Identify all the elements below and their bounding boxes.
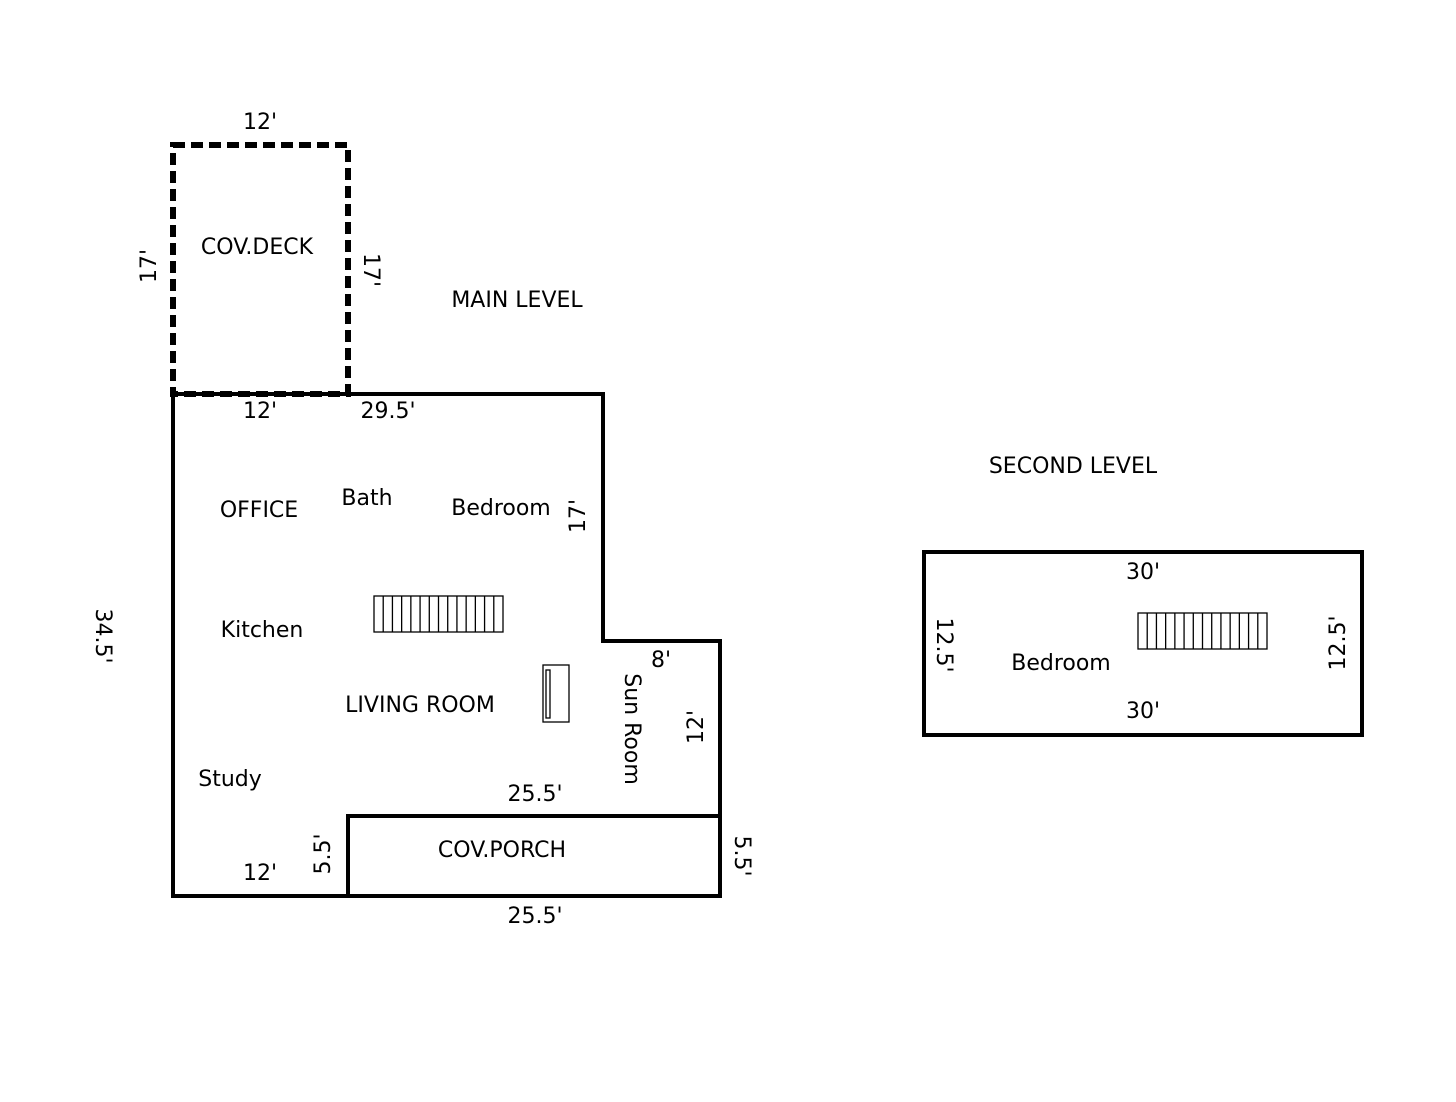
second-bottom-dimension: 30' <box>1126 699 1160 724</box>
study-bottom-dimension: 12' <box>243 861 277 886</box>
second-top-dimension: 30' <box>1126 560 1160 585</box>
cov-deck-outline <box>170 142 351 397</box>
deck-top-dimension: 12' <box>243 110 277 135</box>
deck-right-dimension: 17' <box>358 253 383 287</box>
cov-deck-label: COV.DECK <box>201 235 314 260</box>
sun-room-label: Sun Room <box>619 673 644 785</box>
deck-bottom-dimension: 12' <box>243 399 277 424</box>
bedroom-label: Bedroom <box>451 496 551 521</box>
deck-left-dimension: 17' <box>137 249 162 283</box>
bath-label: Bath <box>341 486 392 511</box>
porch-top-dimension: 25.5' <box>507 782 562 807</box>
second-level-title: SECOND LEVEL <box>989 454 1158 479</box>
living-room-label: LIVING ROOM <box>345 693 495 718</box>
bedroom-right-dimension: 17' <box>566 499 591 533</box>
second-bedroom-label: Bedroom <box>1011 651 1111 676</box>
overall-left-dimension: 34.5' <box>90 608 115 663</box>
porch-walls <box>346 814 720 896</box>
office-label: OFFICE <box>220 498 298 523</box>
porch-right-dimension: 5.5' <box>729 835 754 876</box>
second-right-dimension: 12.5' <box>1326 615 1351 670</box>
study-label: Study <box>198 767 262 792</box>
second-level: SECOND LEVEL 30' 12.5' 12.5' Bedroom 30' <box>922 454 1364 737</box>
sun-room-right-dimension: 12' <box>684 710 709 744</box>
main-house-outline <box>171 392 722 898</box>
main-level: MAIN LEVEL COV.DECK 12' 17' 17' 12' 29.5… <box>90 110 754 929</box>
sun-room-top-dimension: 8' <box>651 648 671 673</box>
fireplace-icon <box>542 664 570 723</box>
main-level-title: MAIN LEVEL <box>451 288 583 313</box>
kitchen-label: Kitchen <box>221 618 304 643</box>
porch-left-dimension: 5.5' <box>311 833 336 874</box>
house-top-dimension: 29.5' <box>360 399 415 424</box>
second-left-dimension: 12.5' <box>931 617 956 672</box>
porch-bottom-dimension: 25.5' <box>507 904 562 929</box>
cov-porch-label: COV.PORCH <box>438 838 566 863</box>
second-level-outline <box>922 550 1364 737</box>
stairs-icon <box>1137 612 1268 650</box>
stairs-icon <box>373 595 504 633</box>
